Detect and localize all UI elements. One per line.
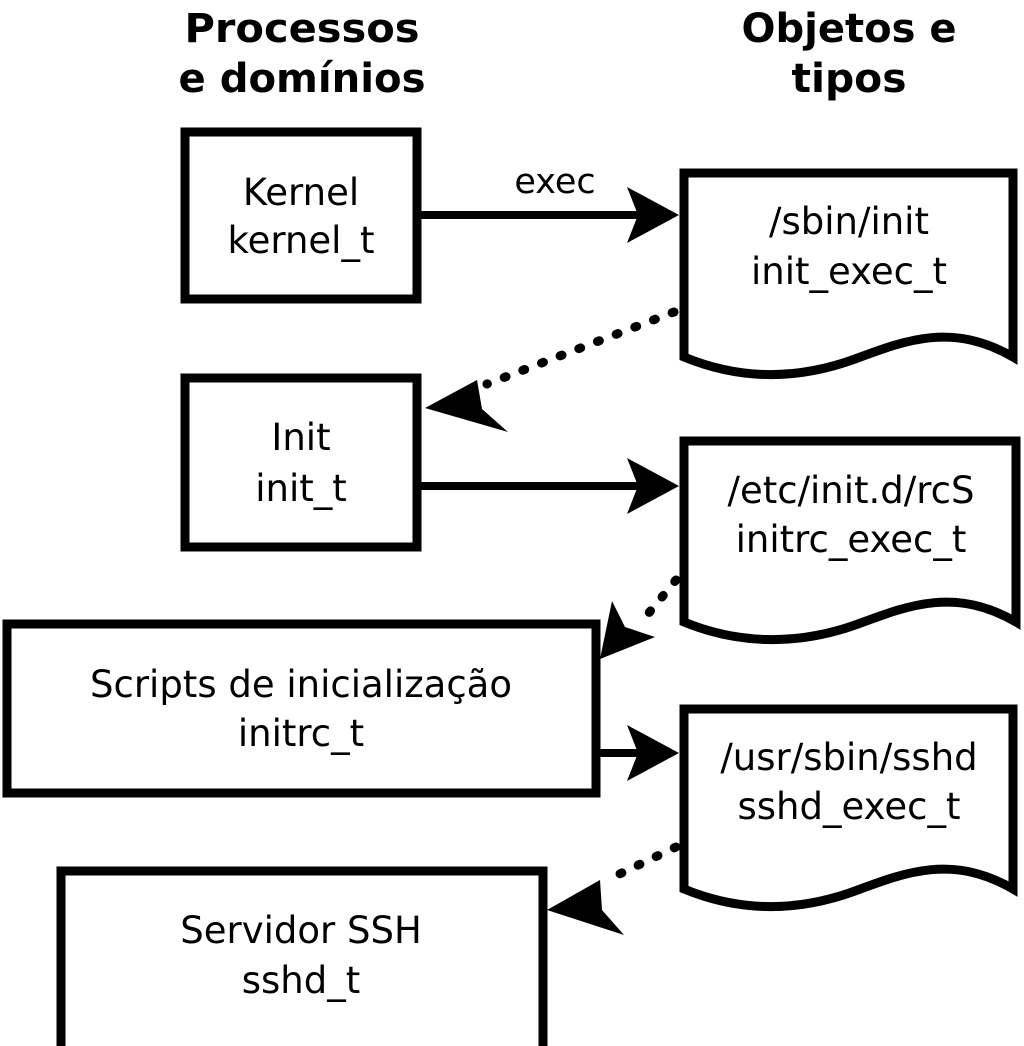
column-header-objects-line1: Objetos e: [742, 6, 957, 52]
node-sshd-exec[interactable]: /usr/sbin/sshd sshd_exec_t: [679, 704, 1018, 911]
node-init-exec-line2: init_exec_t: [751, 250, 947, 293]
node-kernel-box[interactable]: [180, 127, 422, 304]
node-init[interactable]: Init init_t: [180, 373, 422, 552]
node-init-exec-document-shape[interactable]: [679, 168, 1018, 379]
node-sshd-box[interactable]: [56, 866, 548, 1046]
node-init-line1: Init: [271, 416, 330, 459]
edge-line: [602, 842, 681, 885]
node-initrc-box[interactable]: [2, 619, 601, 798]
arrow-head-icon: [627, 458, 679, 514]
column-header-objects-line2: tipos: [792, 56, 907, 102]
arrow-head-icon: [627, 725, 679, 781]
node-kernel-line1: Kernel: [243, 171, 359, 214]
node-init-line2: init_t: [255, 467, 347, 510]
node-init-box[interactable]: [180, 373, 422, 552]
edge-line: [638, 575, 681, 625]
edge-initrc-exec-sshd-exec: [600, 725, 679, 781]
node-kernel-line2: kernel_t: [228, 219, 375, 262]
node-initrc[interactable]: Scripts de inicialização initrc_t: [2, 619, 601, 798]
column-header-processes: Processos e domínios: [179, 6, 426, 102]
node-sshd-exec-document-shape[interactable]: [679, 704, 1018, 911]
node-sshd-exec-line1: /usr/sbin/sshd: [720, 736, 977, 779]
node-init-exec-line1: /sbin/init: [769, 200, 929, 243]
arrow-head-icon: [425, 380, 508, 432]
node-initrc-line1: Scripts de inicialização: [90, 663, 512, 706]
column-header-objects: Objetos e tipos: [742, 6, 957, 102]
edge-sshd-exec-transition-sshd: [547, 842, 681, 935]
node-init-exec[interactable]: /sbin/init init_exec_t: [679, 168, 1018, 379]
node-sshd[interactable]: Servidor SSH sshd_t: [56, 866, 548, 1046]
node-initrc-line2: initrc_t: [238, 712, 364, 755]
edge-init-exec-initrc-exec: [421, 458, 679, 514]
arrow-head-icon: [627, 187, 679, 243]
edge-line: [482, 307, 679, 389]
edge-label-exec: exec: [514, 162, 595, 202]
node-sshd-exec-line2: sshd_exec_t: [738, 785, 961, 828]
edge-initrc-exec-transition-initrc: [600, 575, 681, 659]
edge-kernel-exec-init-exec: exec: [421, 162, 679, 243]
column-header-processes-line2: e domínios: [179, 56, 426, 102]
node-initrc-exec-document-shape[interactable]: [679, 436, 1021, 644]
node-initrc-exec[interactable]: /etc/init.d/rcS initrc_exec_t: [679, 436, 1021, 644]
column-header-processes-line1: Processos: [185, 6, 420, 52]
node-sshd-line2: sshd_t: [242, 959, 361, 1002]
edge-init-exec-transition-init: [425, 307, 679, 432]
node-sshd-line1: Servidor SSH: [180, 909, 422, 952]
node-kernel[interactable]: Kernel kernel_t: [180, 127, 422, 304]
node-initrc-exec-line1: /etc/init.d/rcS: [727, 469, 974, 512]
node-initrc-exec-line2: initrc_exec_t: [736, 518, 967, 561]
arrow-head-icon: [600, 601, 655, 659]
arrow-head-icon: [547, 880, 624, 935]
